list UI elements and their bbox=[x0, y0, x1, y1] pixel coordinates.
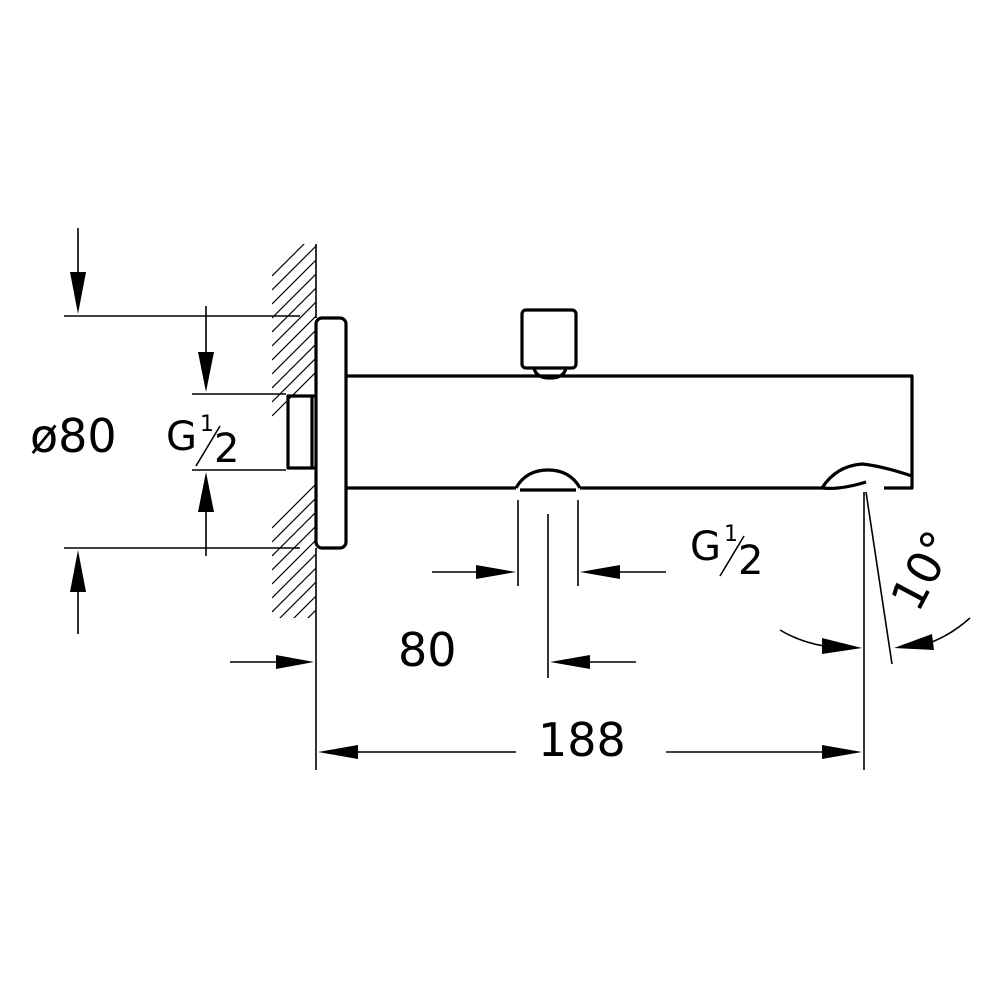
outlet-angle-label: 10° bbox=[880, 522, 966, 619]
diverter-thread-fraction-bar bbox=[719, 535, 745, 577]
diverter-knob bbox=[520, 308, 578, 380]
inlet-connector bbox=[286, 394, 316, 470]
inlet-thread-g: G bbox=[166, 414, 197, 460]
inlet-thread-denominator: 2 bbox=[214, 426, 239, 472]
dimension-diverter-distance: 80 bbox=[230, 514, 636, 678]
angle-line bbox=[865, 491, 893, 665]
overall-length-label: 188 bbox=[538, 713, 626, 767]
inlet-thread-fraction-bar bbox=[195, 425, 221, 467]
flange-diameter-label: ø80 bbox=[30, 409, 117, 463]
diverter-thread-numerator: 1 bbox=[724, 522, 738, 547]
wall bbox=[272, 244, 317, 770]
diverter-distance-label: 80 bbox=[398, 623, 457, 677]
main-outlet bbox=[820, 462, 913, 489]
spout-outline bbox=[346, 374, 914, 490]
diverter-outlet bbox=[514, 468, 582, 489]
diverter-thread-g: G bbox=[690, 524, 721, 570]
dimension-overall-length: 188 bbox=[318, 492, 865, 770]
dimension-diverter-thread: G 1 2 bbox=[432, 500, 763, 586]
dimension-outlet-angle: 10° bbox=[779, 491, 971, 665]
dimension-flange-diameter: ø80 bbox=[30, 228, 300, 634]
diverter-knob-cap bbox=[520, 308, 578, 370]
spout-body bbox=[346, 374, 914, 492]
inlet-thread bbox=[286, 394, 314, 470]
flange bbox=[314, 316, 348, 550]
dimension-inlet-thread: G 1 2 bbox=[166, 306, 286, 556]
diverter-thread-denominator: 2 bbox=[738, 538, 763, 584]
wall-hatching bbox=[272, 244, 316, 618]
inlet-thread-numerator: 1 bbox=[200, 412, 214, 437]
